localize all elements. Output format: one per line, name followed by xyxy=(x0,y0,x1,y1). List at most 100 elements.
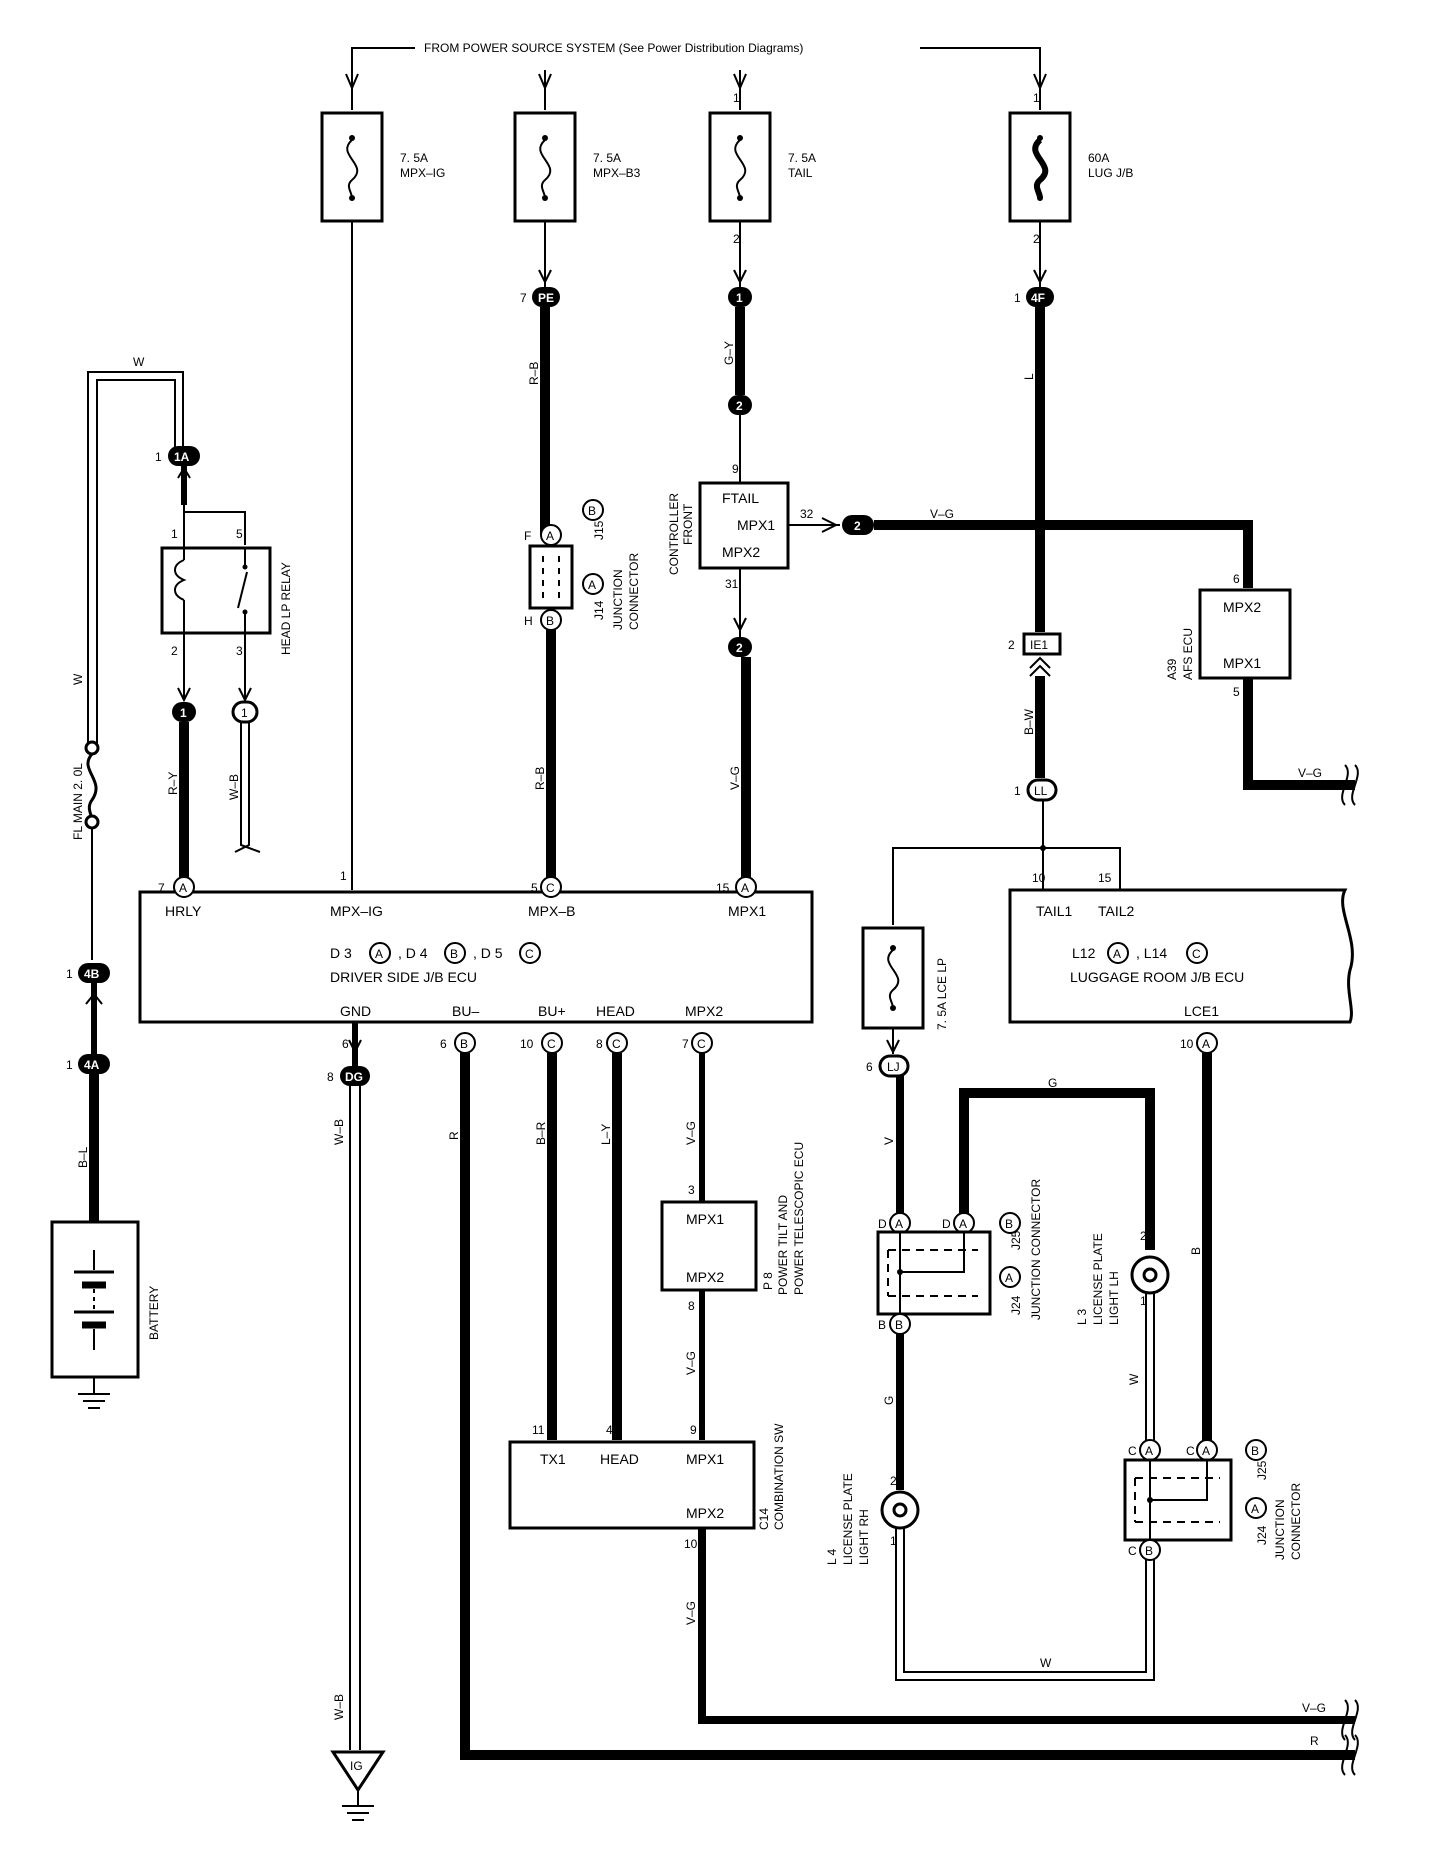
svg-text:IE1: IE1 xyxy=(1030,638,1048,652)
connector-1-relay-b: 1 xyxy=(231,700,259,724)
svg-text:GND: GND xyxy=(340,1003,371,1019)
connector-ie1: IE1 2 xyxy=(1008,632,1062,677)
svg-text:A: A xyxy=(1113,947,1121,961)
connector-1-relay-a: 1 xyxy=(172,702,196,722)
svg-text:D: D xyxy=(878,1217,887,1231)
svg-text:V–G: V–G xyxy=(1302,1701,1326,1715)
connector-1-tail: 1 xyxy=(728,287,752,307)
svg-text:LICENSE PLATE: LICENSE PLATE xyxy=(1091,1233,1105,1325)
svg-text:L12: L12 xyxy=(1072,945,1096,961)
svg-text:A: A xyxy=(1202,1444,1210,1458)
svg-text:MPX1: MPX1 xyxy=(1223,655,1261,671)
svg-text:W–B: W–B xyxy=(332,1694,346,1720)
svg-text:B: B xyxy=(588,504,596,518)
svg-text:2: 2 xyxy=(1008,638,1015,652)
svg-text:C: C xyxy=(547,1037,556,1051)
svg-text:A: A xyxy=(546,529,554,543)
svg-text:A: A xyxy=(741,881,749,895)
svg-text:V–G: V–G xyxy=(684,1601,698,1625)
svg-text:V–G: V–G xyxy=(930,507,954,521)
svg-text:TAIL2: TAIL2 xyxy=(1098,903,1135,919)
svg-text:HEAD: HEAD xyxy=(596,1003,635,1019)
svg-text:D 3: D 3 xyxy=(330,945,352,961)
wire-w-outer xyxy=(87,371,184,745)
svg-text:LICENSE PLATE: LICENSE PLATE xyxy=(841,1473,855,1565)
connector-pe: PE 7 xyxy=(520,287,560,307)
junction-j25-j24-bottom: A C A C B C B A J25 J24 JUNCTION CONNECT… xyxy=(1123,1439,1303,1561)
svg-text:V–G: V–G xyxy=(728,766,742,790)
combination-switch: 11 4 9 TX1 HEAD MPX1 MPX2 C14 COMBINATIO… xyxy=(508,1423,786,1551)
svg-text:MPX–B: MPX–B xyxy=(528,903,575,919)
connector-4f: 4F 1 xyxy=(1014,287,1054,307)
svg-text:LCE1: LCE1 xyxy=(1184,1003,1219,1019)
svg-text:, D 5: , D 5 xyxy=(473,945,503,961)
svg-text:C14: C14 xyxy=(757,1508,771,1530)
svg-text:1: 1 xyxy=(1014,291,1021,305)
svg-text:MPX–IG: MPX–IG xyxy=(330,903,383,919)
svg-text:A: A xyxy=(895,1217,903,1231)
svg-text:A: A xyxy=(1145,1444,1153,1458)
svg-text:1: 1 xyxy=(1033,91,1040,105)
svg-text:B: B xyxy=(1251,1444,1259,1458)
svg-text:6: 6 xyxy=(342,1037,349,1051)
fuse-amp: 7. 5A xyxy=(400,151,428,165)
license-plate-light-lh: 2 1 L 3 LICENSE PLATE LIGHT LH xyxy=(1075,1229,1170,1325)
svg-text:V: V xyxy=(882,1137,896,1145)
svg-text:J24: J24 xyxy=(1009,1295,1023,1315)
svg-text:1: 1 xyxy=(66,967,73,981)
svg-text:15: 15 xyxy=(1098,871,1112,885)
svg-text:MPX1: MPX1 xyxy=(686,1451,724,1467)
svg-text:10: 10 xyxy=(684,1537,698,1551)
fuse-lce-lp: 7. 5A LCE LP xyxy=(861,926,949,1030)
svg-text:W: W xyxy=(1040,1656,1052,1670)
svg-text:HEAD: HEAD xyxy=(600,1451,639,1467)
svg-text:C: C xyxy=(1192,947,1201,961)
svg-text:JUNCTION: JUNCTION xyxy=(1273,1499,1287,1560)
battery: BATTERY xyxy=(50,1220,161,1379)
svg-text:10: 10 xyxy=(1032,871,1046,885)
wire-g-top xyxy=(959,1088,1155,1250)
svg-text:2: 2 xyxy=(736,641,743,655)
svg-text:R: R xyxy=(1310,1734,1319,1748)
junction-j25-j24-top: A D A D B B B A J25 J24 JUNCTION CONNECT… xyxy=(876,1179,1043,1335)
fuse-name: MPX–B3 xyxy=(593,166,641,180)
wire-break xyxy=(1341,764,1359,806)
svg-text:A: A xyxy=(1005,1271,1013,1285)
svg-text:W: W xyxy=(71,673,85,685)
svg-text:MPX1: MPX1 xyxy=(737,517,775,533)
svg-text:TX1: TX1 xyxy=(540,1451,566,1467)
connector-ll: LL 1 xyxy=(1014,778,1058,802)
svg-text:8: 8 xyxy=(688,1299,695,1313)
fuse-tail: 1 2 7. 5A TAIL xyxy=(708,91,816,246)
svg-text:B–W: B–W xyxy=(1022,708,1036,735)
svg-text:11: 11 xyxy=(532,1423,545,1437)
driver-side-jb-ecu: A 7 HRLY MPX–IG C 5 MPX–B A 15 MPX1 D 3 … xyxy=(138,876,814,1024)
svg-text:HRLY: HRLY xyxy=(165,903,202,919)
svg-text:TAIL1: TAIL1 xyxy=(1036,903,1073,919)
svg-text:1: 1 xyxy=(733,91,740,105)
svg-text:J25: J25 xyxy=(1255,1460,1269,1480)
svg-text:C: C xyxy=(525,947,534,961)
svg-text:A: A xyxy=(959,1217,967,1231)
connector-1a: 1A 1 xyxy=(155,446,200,466)
svg-text:CONNECTOR: CONNECTOR xyxy=(1289,1483,1303,1560)
svg-text:B–R: B–R xyxy=(534,1121,548,1145)
feed-line-left xyxy=(351,47,415,75)
svg-text:3: 3 xyxy=(688,1183,695,1197)
wire-v-g-afs-out xyxy=(1243,678,1355,790)
svg-text:P 8: P 8 xyxy=(761,1272,775,1290)
svg-text:BU–: BU– xyxy=(452,1003,479,1019)
svg-text:POWER TELESCOPIC ECU: POWER TELESCOPIC ECU xyxy=(792,1142,806,1295)
svg-text:7: 7 xyxy=(158,881,165,895)
fuse-lug-jb: 1 2 60A LUG J/B xyxy=(1008,91,1133,246)
license-plate-light-rh: 2 1 L 4 LICENSE PLATE LIGHT RH xyxy=(825,1473,920,1565)
svg-text:C: C xyxy=(1186,1444,1195,1458)
svg-text:W: W xyxy=(133,355,145,369)
svg-text:7: 7 xyxy=(520,291,527,305)
driver-jb-bottom-pins: 6 B 6 C 10 C 8 C 7 xyxy=(342,1032,713,1054)
svg-text:MPX2: MPX2 xyxy=(686,1505,724,1521)
svg-text:G: G xyxy=(882,1396,896,1405)
svg-text:FL MAIN 2. 0L: FL MAIN 2. 0L xyxy=(71,763,85,840)
svg-text:6: 6 xyxy=(1233,572,1240,586)
